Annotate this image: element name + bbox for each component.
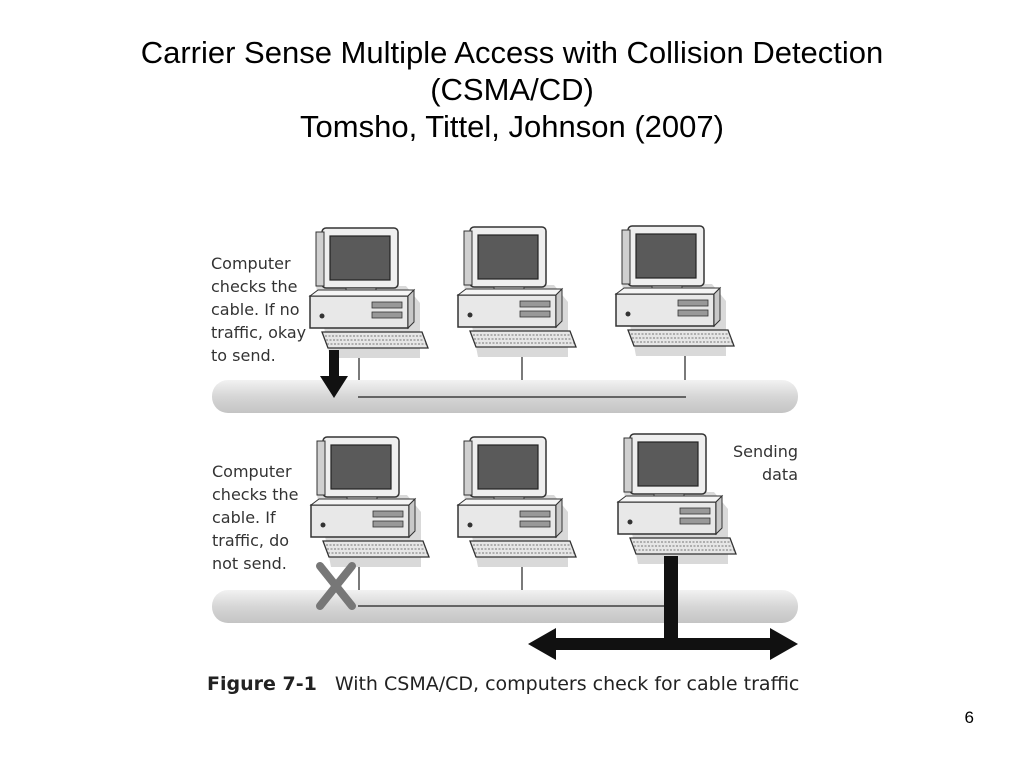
figure-caption: Figure 7-1 With CSMA/CD, computers check … [207,673,799,695]
note-line: checks the [212,485,299,504]
bottom-note: Computer checks the cable. If traffic, d… [212,460,299,575]
note-line: traffic, okay [211,323,307,342]
computer-icon [457,226,577,358]
sending-data-note: Sending data [700,440,798,486]
note-line: Computer [211,254,291,273]
computer-icon [310,436,430,568]
note-line: Sending [732,442,798,461]
title-line-1: Carrier Sense Multiple Access with Colli… [140,35,884,70]
note-line: Computer [212,462,292,481]
bottom-panel [212,433,798,660]
network-cable-top [212,380,798,413]
computer-icon [309,227,429,359]
down-arrow-icon [320,350,348,398]
note-line: checks the [211,277,298,296]
top-panel [212,225,798,413]
figure-caption-text: With CSMA/CD, computers check for cable … [334,673,800,695]
top-note: Computer checks the cable. If no traffic… [211,252,306,367]
double-arrow-icon [528,556,798,660]
blocked-x-icon [316,562,356,610]
network-cable-bottom [212,590,798,623]
note-line: not send. [212,554,287,573]
figure-number: Figure 7-1 [207,673,317,695]
note-line: data [761,465,798,484]
note-line: cable. If [212,508,276,527]
note-line: cable. If no [211,300,300,319]
computer-icon [457,436,577,568]
title-line-2: (CSMA/CD) [430,72,594,107]
title-line-3: Tomsho, Tittel, Johnson (2007) [300,109,724,144]
note-line: to send. [211,346,276,365]
note-line: traffic, do [212,531,290,550]
computer-icon [615,225,735,357]
page-number: 6 [964,708,974,727]
slide-title: Carrier Sense Multiple Access with Colli… [0,34,1024,145]
